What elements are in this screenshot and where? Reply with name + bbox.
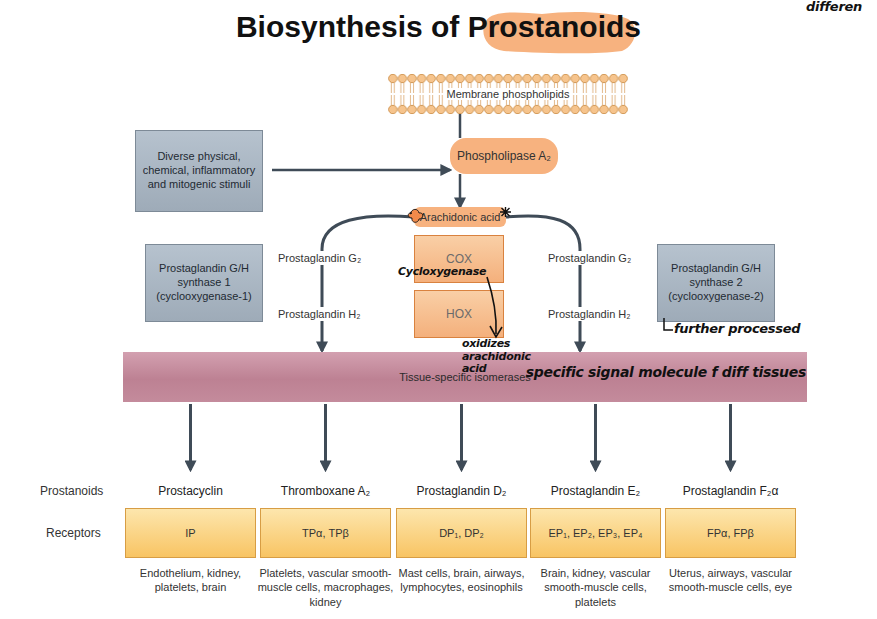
enzyme-box: HOX — [414, 290, 504, 338]
prostanoid-name: Prostaglandin F₂α — [651, 484, 810, 498]
flow-arrow — [324, 404, 327, 470]
membrane-bilayer: Membrane phospholipids — [388, 74, 628, 114]
receptor-box: Thromboxane A₂TPα, TPβ — [260, 508, 391, 558]
tissue-list: Platelets, vascular smooth-muscle cells,… — [255, 566, 396, 609]
receptor-box: ProstacyclinIP — [125, 508, 256, 558]
enzyme-highlight: Phospholipase A₂ — [450, 138, 558, 174]
node-text: Prostaglandin G/H synthase 1 (cyclooxyge… — [150, 262, 258, 303]
intermediate-label: Prostaglandin G₂ — [546, 251, 633, 265]
handwritten-note: differen — [806, 0, 862, 15]
prostanoid-name: Prostaglandin D₂ — [382, 484, 541, 498]
flow-arrow — [506, 216, 580, 351]
flow-arrow — [459, 174, 462, 207]
flow-arrow — [594, 404, 597, 470]
node-text: Arachidonic acid — [420, 211, 501, 223]
node-text: Prostaglandin G/H synthase 2 (cyclooxyge… — [662, 262, 770, 303]
node-text: IP — [185, 527, 195, 539]
prostanoid-name: Prostacyclin — [111, 484, 270, 498]
handwritten-note: further processed — [674, 322, 800, 337]
node-text: Membrane phospholipids — [444, 88, 573, 100]
node-text: DP₁, DP₂ — [439, 527, 484, 539]
intermediate-label: Prostaglandin G₂ — [276, 251, 363, 265]
receptor-box: Prostaglandin D₂DP₁, DP₂ — [396, 508, 527, 558]
flow-arrow — [322, 216, 414, 351]
flow-arrow — [460, 404, 463, 470]
handwritten-note: Cycloxygenase — [398, 266, 486, 279]
flow-arrow — [459, 114, 462, 138]
receptor-box: Prostaglandin E₂EP₁, EP₂, EP₃, EP₄ — [530, 508, 661, 558]
receptor-box: Prostaglandin F₂αFPα, FPβ — [665, 508, 796, 558]
node-text: Diverse physical, chemical, inflammatory… — [140, 150, 258, 191]
handwritten-note: specific signal molecule f diff tissues — [524, 364, 806, 380]
row-label: Receptors — [46, 526, 101, 542]
node-text: FPα, FPβ — [707, 527, 754, 539]
enzyme-box: Prostaglandin G/H synthase 1 (cyclooxyge… — [145, 244, 263, 322]
intermediate-label: Prostaglandin H₂ — [546, 307, 633, 321]
substrate-highlight: Arachidonic acid — [414, 207, 506, 227]
node-text: HOX — [446, 307, 472, 321]
handwritten-note: oxidizes arachidonic acid — [462, 338, 528, 376]
tissue-list: Mast cells, brain, airways, lymphocytes,… — [391, 566, 532, 595]
node-text: Phospholipase A₂ — [457, 149, 551, 163]
enzyme-box: Prostaglandin G/H synthase 2 (cyclooxyge… — [657, 244, 775, 322]
diagram-title: Biosynthesis of Prostanoids — [0, 10, 877, 44]
node-text: COX — [446, 252, 472, 266]
prostanoid-name: Prostaglandin E₂ — [516, 484, 675, 498]
tissue-list: Brain, kidney, vascular smooth-muscle ce… — [525, 566, 666, 609]
prostanoid-name: Thromboxane A₂ — [246, 484, 405, 498]
flow-arrow — [189, 404, 192, 470]
intermediate-label: Prostaglandin H₂ — [276, 307, 363, 321]
flow-arrow — [729, 404, 732, 470]
flow-arrow — [272, 169, 450, 172]
node-text: TPα, TPβ — [302, 527, 349, 539]
tissue-list: Endothelium, kidney, platelets, brain — [120, 566, 261, 595]
stimulus-box: Diverse physical, chemical, inflammatory… — [135, 130, 263, 212]
tissue-list: Uterus, airways, vascular smooth-muscle … — [660, 566, 801, 595]
row-label: Prostanoids — [40, 484, 103, 500]
node-text: EP₁, EP₂, EP₃, EP₄ — [549, 527, 643, 539]
